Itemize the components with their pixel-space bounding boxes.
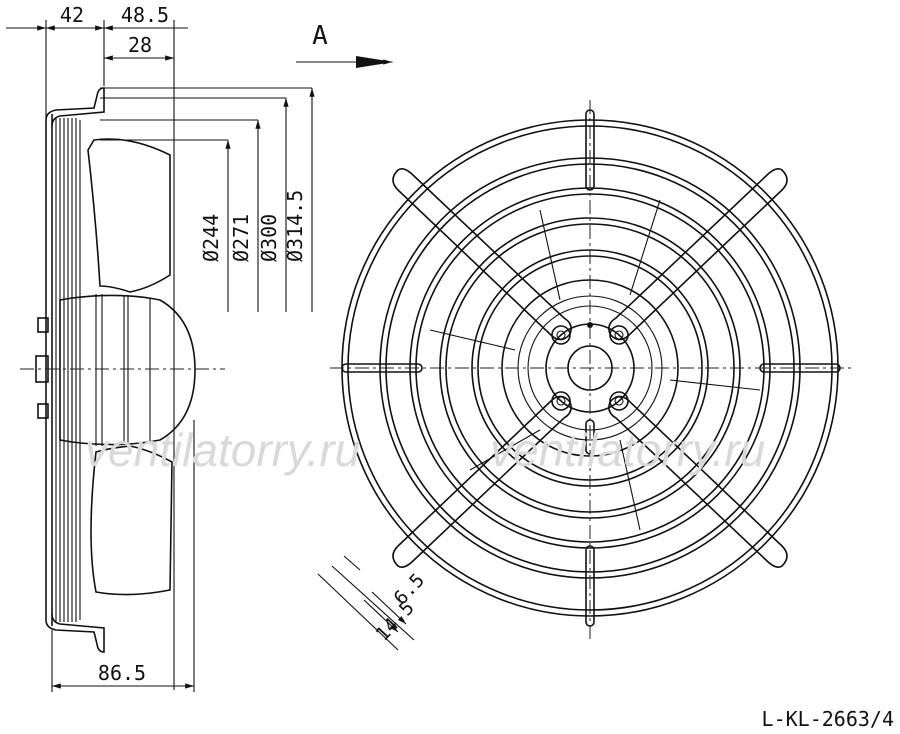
dim-86-5: 86.5 bbox=[98, 661, 146, 685]
front-view bbox=[317, 100, 852, 651]
dim-48-5: 48.5 bbox=[121, 3, 169, 27]
dim-28: 28 bbox=[128, 33, 152, 57]
dim-dia-314-5: Ø314.5 bbox=[283, 190, 307, 262]
dim-dia-244: Ø244 bbox=[199, 214, 223, 262]
blade-lower bbox=[90, 445, 173, 596]
side-view bbox=[6, 20, 394, 692]
drawing-code: L-KL-2663/4 bbox=[762, 707, 894, 731]
watermark-left: ventilatorry.ru bbox=[85, 424, 360, 476]
dim-dia-271: Ø271 bbox=[229, 214, 253, 262]
dim-dia-300: Ø300 bbox=[257, 214, 281, 262]
motor-hub bbox=[59, 294, 196, 446]
blade-upper bbox=[87, 138, 171, 293]
dim-42: 42 bbox=[60, 3, 84, 27]
view-marker-a: A bbox=[312, 21, 328, 51]
watermark-right: ventilatorry.ru bbox=[490, 424, 765, 476]
